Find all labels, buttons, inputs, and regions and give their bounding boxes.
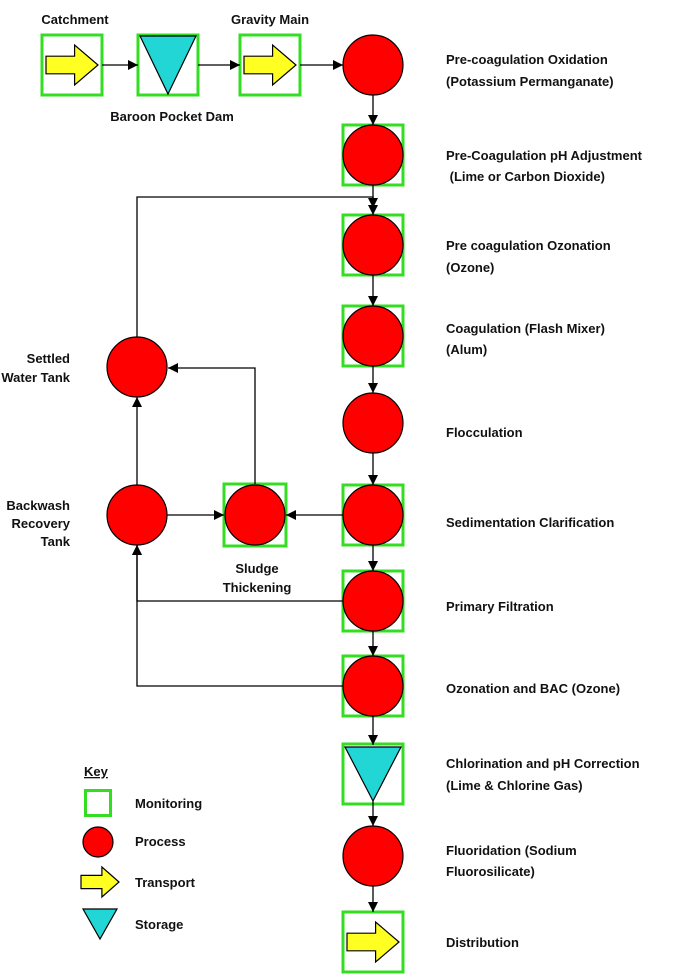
key-monitoring-box <box>84 789 112 817</box>
dam-storage-icon <box>139 35 197 96</box>
key-transport-icon <box>80 865 120 899</box>
step-1-label: Pre-coagulation Oxidation(Potassium Perm… <box>446 52 614 89</box>
step-4-label: Coagulation (Flash Mixer)(Alum) <box>446 321 605 357</box>
key-storage-icon <box>81 908 119 941</box>
key-transport-label: Transport <box>135 875 196 890</box>
key-monitoring-label: Monitoring <box>135 796 202 811</box>
backwash-recovery-tank-process-icon <box>106 484 168 546</box>
key-process-label: Process <box>135 834 186 849</box>
step-8-process-icon <box>342 655 404 717</box>
arrow-ozonation-to-backwash <box>132 545 343 687</box>
step-6-label: Sedimentation Clarification <box>446 515 614 530</box>
step-7-process-icon <box>342 570 404 632</box>
step-6-process-icon <box>342 484 404 546</box>
arrow-settled-to-ph-adjustment <box>136 196 378 337</box>
step-8-label: Ozonation and BAC (Ozone) <box>446 681 620 696</box>
key-process-icon <box>82 826 114 858</box>
step-7-label: Primary Filtration <box>446 599 554 614</box>
catchment-label: Catchment <box>41 12 109 27</box>
step-10-process-icon <box>342 825 404 887</box>
step-5-label: Flocculation <box>446 425 523 440</box>
gravity-main-transport-icon <box>243 43 297 87</box>
step-1-process-icon <box>342 34 404 96</box>
step-2-process-icon <box>342 124 404 186</box>
gravity-main-label: Gravity Main <box>231 12 309 27</box>
step-5-process-icon <box>342 392 404 454</box>
dam-label: Baroon Pocket Dam <box>110 109 234 124</box>
step-11-transport-icon <box>346 920 400 964</box>
step-11-label: Distribution <box>446 935 519 950</box>
catchment-transport-icon <box>45 43 99 87</box>
settled-water-tank-process-icon <box>106 336 168 398</box>
step-4-process-icon <box>342 305 404 367</box>
step-9-label: Chlorination and pH Correction(Lime & Ch… <box>446 756 640 793</box>
step-2-label: Pre-Coagulation pH Adjustment (Lime or C… <box>446 148 643 184</box>
key-storage-label: Storage <box>135 917 183 932</box>
step-3-label: Pre coagulation Ozonation(Ozone) <box>446 238 611 275</box>
sludge-thickening-process-icon <box>224 484 286 546</box>
step-3-process-icon <box>342 214 404 276</box>
step-9-storage-icon <box>344 746 402 803</box>
arrow-sludge-to-settled <box>168 363 256 484</box>
key-title: Key <box>84 764 109 779</box>
